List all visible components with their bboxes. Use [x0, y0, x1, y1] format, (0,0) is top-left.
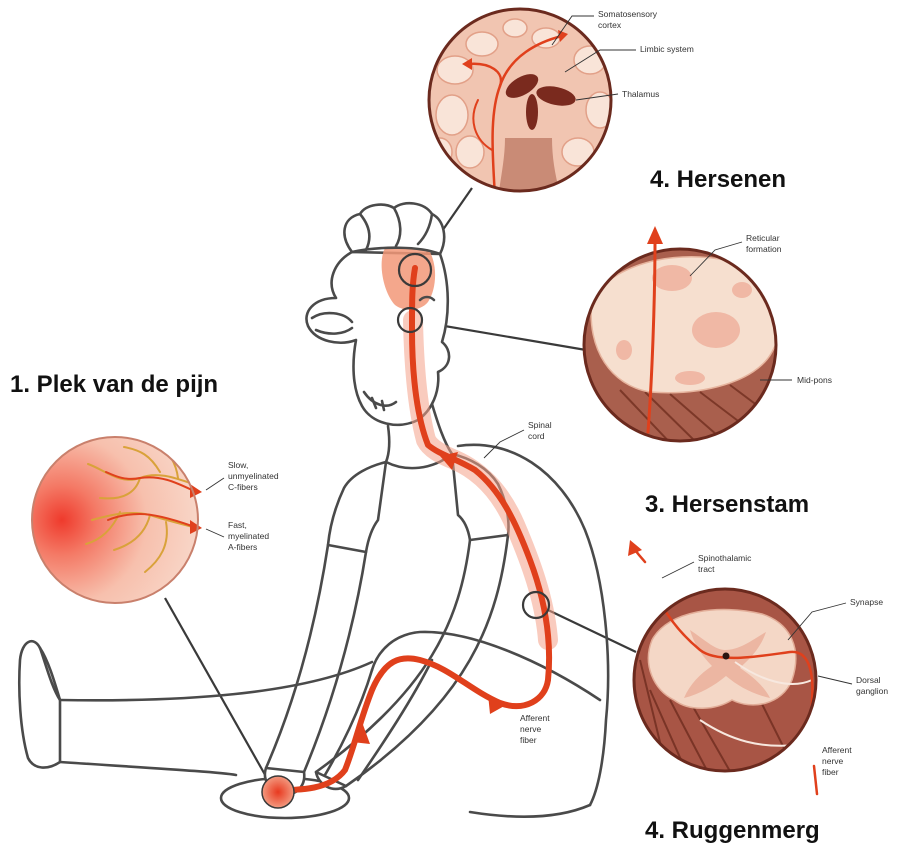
heading-spinal-cord: 4. Ruggenmerg [645, 817, 820, 844]
label-spinal-cord: Spinal [528, 420, 552, 430]
label-c-fibers: unmyelinated [228, 471, 279, 481]
pons-nucleus [675, 371, 705, 385]
leader-c-fibers [206, 478, 224, 490]
nerve-arrow-knee [488, 694, 506, 714]
gyrus [598, 148, 622, 172]
left-foot [19, 641, 60, 767]
leader-spinothalamic [662, 562, 694, 578]
reticular-nucleus [652, 265, 692, 291]
pons-nucleus [732, 282, 752, 298]
synapse-dot [723, 653, 730, 660]
pain-site-inset [32, 437, 205, 603]
gyrus [466, 32, 498, 56]
label-a-fibers: Fast, [228, 520, 247, 530]
shirt-left [328, 462, 386, 552]
gyrus [456, 136, 484, 168]
label-somatosensory-cortex: cortex [598, 20, 622, 30]
heading-brainstem: 3. Hersenstam [645, 491, 809, 518]
gyrus [437, 56, 473, 84]
gyrus [562, 138, 594, 166]
brain-inset [428, 9, 622, 200]
spinothalamic-arrowhead [628, 540, 642, 556]
label-afferent-nerve-fiber-body: Afferent [520, 713, 550, 723]
right-arm-inner [316, 540, 470, 772]
label-c-fibers: Slow, [228, 460, 248, 470]
label-afferent-nerve-fiber-cord: Afferent [822, 745, 852, 755]
gyrus [503, 19, 527, 37]
label-somatosensory-cortex: Somatosensory [598, 9, 658, 19]
label-afferent-nerve-fiber-cord: nerve [822, 756, 844, 766]
label-dorsal-ganglion: ganglion [856, 686, 888, 696]
connector-pain-site [165, 598, 268, 780]
leader-a-fibers [206, 529, 224, 537]
label-thalamus: Thalamus [622, 89, 659, 99]
spinal-cord-inset [628, 540, 817, 794]
label-synapse: Synapse [850, 597, 883, 607]
label-afferent-nerve-fiber-cord: fiber [822, 767, 839, 777]
label-c-fibers: C-fibers [228, 482, 258, 492]
neck-left [386, 426, 389, 462]
label-limbic-system: Limbic system [640, 44, 694, 54]
pons-nucleus [692, 312, 740, 348]
seat-outline [470, 805, 590, 817]
connector-spinal-cord [548, 610, 636, 652]
label-a-fibers: A-fibers [228, 542, 257, 552]
extended-leg-bottom [60, 762, 236, 775]
pons-nucleus [616, 340, 632, 360]
label-mid-pons: Mid-pons [797, 375, 832, 385]
label-afferent-nerve-fiber-body: nerve [520, 724, 542, 734]
label-spinal-cord: cord [528, 431, 545, 441]
heading-pain-site: 1. Plek van de pijn [10, 371, 218, 398]
brainstem-inset [584, 226, 780, 450]
label-reticular-formation: Reticular [746, 233, 780, 243]
label-a-fibers: myelinated [228, 531, 269, 541]
brainstem-arrowhead [647, 226, 663, 244]
label-afferent-nerve-fiber-body: fiber [520, 735, 537, 745]
gyrus [436, 95, 468, 135]
extended-leg-top [60, 662, 372, 700]
afferent-fiber-exit [814, 766, 817, 794]
heading-brain: 4. Hersenen [650, 166, 786, 193]
label-dorsal-ganglion: Dorsal [856, 675, 881, 685]
label-reticular-formation: formation [746, 244, 782, 254]
label-spinothalamic-tract: tract [698, 564, 715, 574]
label-spinothalamic-tract: Spinothalamic [698, 553, 752, 563]
leader-dorsal-ganglion [818, 676, 852, 684]
pain-spot [262, 776, 294, 808]
